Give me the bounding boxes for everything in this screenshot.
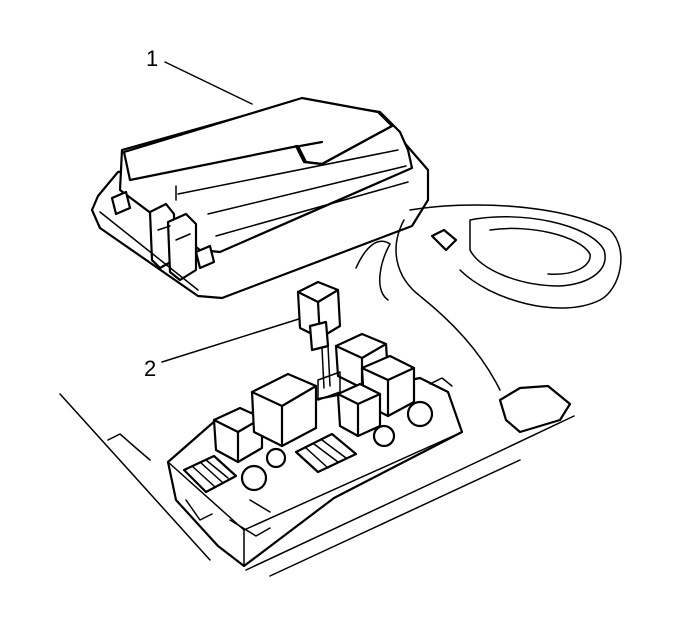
callout-2-label: 2 <box>144 356 156 381</box>
callout-1: 1 <box>146 46 253 105</box>
callout-2-leader-line <box>161 317 303 363</box>
callout-2: 2 <box>144 317 303 381</box>
callout-1-leader-line <box>164 61 253 105</box>
engine-compartment <box>59 204 622 577</box>
relay <box>296 280 342 389</box>
fuse-block-base <box>166 332 464 568</box>
callout-1-label: 1 <box>146 46 158 71</box>
fuse-block-cover <box>90 96 430 300</box>
